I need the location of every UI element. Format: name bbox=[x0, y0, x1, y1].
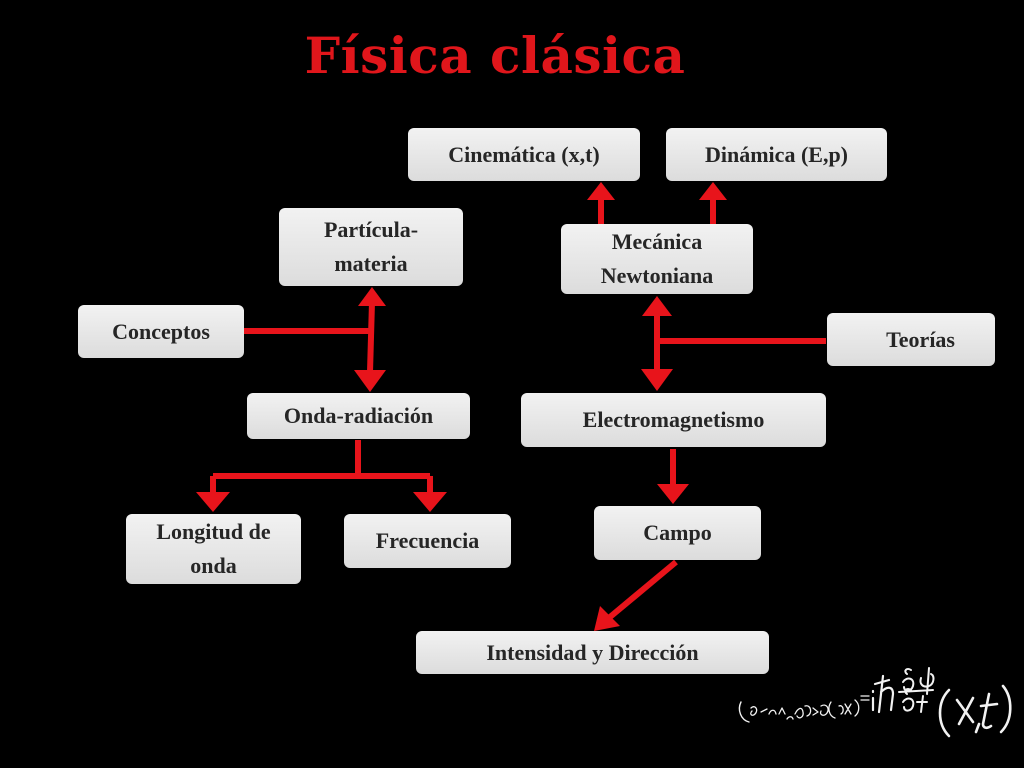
arrowhead-longitud bbox=[196, 492, 230, 512]
arrowhead-intensidad bbox=[594, 606, 620, 631]
arrowhead-campo bbox=[657, 484, 689, 504]
node-frecuencia: Frecuencia bbox=[344, 514, 511, 568]
arrowhead-frecuencia bbox=[413, 492, 447, 512]
node-dinamica: Dinámica (E,p) bbox=[666, 128, 887, 181]
line-campo-intensidad bbox=[608, 559, 678, 620]
arrowhead-electromagnetismo bbox=[641, 369, 673, 391]
schrodinger-equation-icon bbox=[738, 667, 1012, 738]
node-teorias: Teorías bbox=[827, 313, 995, 366]
node-intensidad-direccion: Intensidad y Dirección bbox=[416, 631, 769, 674]
arrowhead-cinematica bbox=[587, 182, 615, 200]
node-onda-radiacion: Onda-radiación bbox=[247, 393, 470, 439]
slide-title: Física clásica bbox=[304, 26, 686, 85]
arrowhead-onda bbox=[354, 370, 386, 392]
arrowhead-mecanica bbox=[642, 296, 672, 316]
node-electromagnetismo: Electromagnetismo bbox=[521, 393, 826, 447]
line-particula-onda bbox=[367, 301, 375, 373]
node-conceptos: Conceptos bbox=[78, 305, 244, 358]
node-cinematica: Cinemática (x,t) bbox=[408, 128, 640, 181]
node-longitud-de-onda: Longitud de onda bbox=[126, 514, 301, 584]
node-campo: Campo bbox=[594, 506, 761, 560]
arrowhead-dinamica bbox=[699, 182, 727, 200]
node-particula-materia: Partícula- materia bbox=[279, 208, 463, 286]
node-mecanica-newtoniana: Mecánica Newtoniana bbox=[561, 224, 753, 294]
arrowhead-particula bbox=[358, 287, 386, 306]
